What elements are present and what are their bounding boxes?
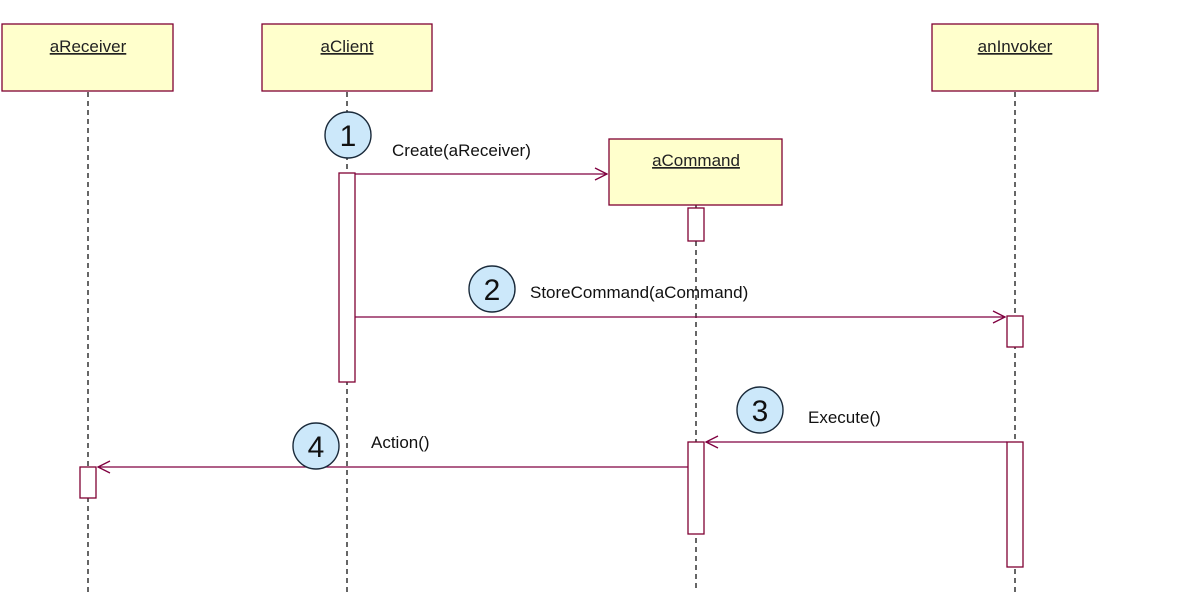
activation-client [338, 172, 356, 383]
activation-receiver [79, 466, 97, 499]
step-2-badge: 2 [468, 265, 516, 313]
object-client: aClient [261, 23, 433, 92]
object-invoker: anInvoker [931, 23, 1099, 92]
step-3-number: 3 [752, 395, 769, 428]
step-4-badge: 4 [292, 422, 340, 470]
object-command-label: aCommand [652, 151, 740, 170]
object-command: aCommand [608, 138, 783, 206]
activation-command-create [687, 207, 705, 242]
message-1-label: Create(aReceiver) [392, 141, 531, 160]
object-invoker-label: anInvoker [978, 37, 1053, 56]
message-3-label: Execute() [808, 408, 881, 427]
object-receiver-label: aReceiver [50, 37, 127, 56]
message-2-label: StoreCommand(aCommand) [530, 283, 748, 302]
step-1-badge: 1 [324, 111, 372, 159]
activation-command-execute [687, 441, 705, 535]
step-4-number: 4 [308, 431, 325, 464]
step-2-number: 2 [484, 274, 501, 307]
message-4-label: Action() [371, 433, 430, 452]
step-1-number: 1 [340, 120, 357, 153]
activation-invoker-execute [1006, 441, 1024, 568]
step-3-badge: 3 [736, 386, 784, 434]
activation-invoker-store [1006, 315, 1024, 348]
object-client-label: aClient [321, 37, 374, 56]
object-receiver: aReceiver [1, 23, 174, 92]
